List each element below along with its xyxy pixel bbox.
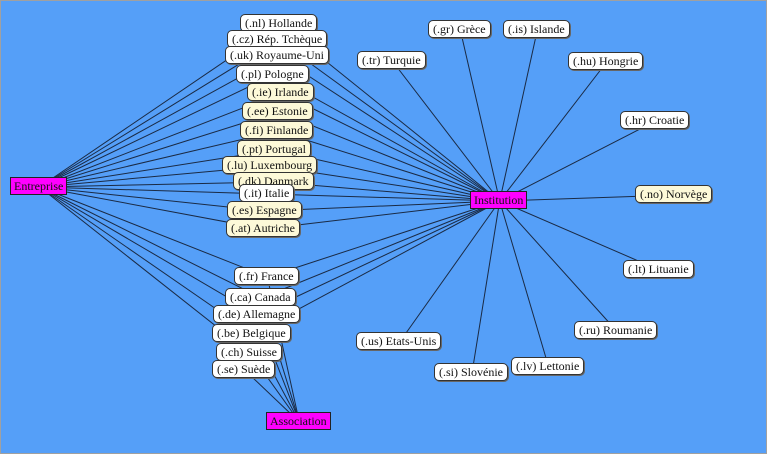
hub-entreprise[interactable]: Entreprise <box>10 177 68 195</box>
edge-institution-at <box>263 200 500 230</box>
country-node-fi[interactable]: (.fi) Finlande <box>240 121 314 139</box>
country-node-it[interactable]: (.it) Italie <box>239 184 295 202</box>
edge-entreprise-ie <box>39 92 282 188</box>
edge-institution-uk <box>277 55 500 202</box>
edge-institution-is <box>499 29 538 202</box>
country-node-at[interactable]: (.at) Autriche <box>226 219 300 237</box>
edge-institution-it <box>267 193 500 202</box>
hub-association[interactable]: Association <box>266 412 331 430</box>
hub-institution[interactable]: Institution <box>470 191 528 209</box>
country-node-no[interactable]: (.no) Norvège <box>635 185 713 203</box>
country-node-de[interactable]: (.de) Allemagne <box>213 305 301 323</box>
country-node-uk[interactable]: (.uk) Royaume-Uni <box>225 46 329 64</box>
country-node-nl[interactable]: (.nl) Hollande <box>240 14 318 32</box>
edge-institution-ie <box>281 92 500 202</box>
edge-institution-de <box>257 200 500 316</box>
edge-entreprise-pl <box>39 74 274 188</box>
country-node-hu[interactable]: (.hu) Hongrie <box>568 52 644 70</box>
country-node-si[interactable]: (.si) Slovénie <box>434 363 508 381</box>
edge-institution-ee <box>278 111 500 202</box>
edge-institution-ru <box>499 200 618 332</box>
country-node-is[interactable]: (.is) Islande <box>503 20 570 38</box>
country-node-lt[interactable]: (.lt) Lituanie <box>623 260 694 278</box>
country-node-ie[interactable]: (.ie) Irlande <box>247 83 314 101</box>
country-node-hr[interactable]: (.hr) Croatie <box>620 111 690 129</box>
edge-institution-cz <box>277 39 500 202</box>
country-node-cz[interactable]: (.cz) Rép. Tchèque <box>227 30 328 48</box>
edge-institution-es <box>265 200 500 212</box>
country-node-ru[interactable]: (.ru) Roumanie <box>574 321 658 339</box>
edge-entreprise-fr <box>39 186 268 278</box>
country-node-be[interactable]: (.be) Belgique <box>212 324 291 342</box>
country-node-es[interactable]: (.es) Espagne <box>227 201 302 219</box>
edge-institution-fi <box>277 130 500 202</box>
edge-institution-tr <box>391 60 501 202</box>
country-node-us[interactable]: (.us) Etats-Unis <box>356 332 442 350</box>
edge-institution-gr <box>459 29 501 202</box>
country-node-ca[interactable]: (.ca) Canada <box>225 288 296 306</box>
country-node-se[interactable]: (.se) Suède <box>212 360 276 378</box>
country-node-lv[interactable]: (.lv) Lettonie <box>511 357 585 375</box>
country-node-ch[interactable]: (.ch) Suisse <box>216 343 282 361</box>
edge-entreprise-ca <box>39 186 262 299</box>
country-node-fr[interactable]: (.fr) France <box>234 267 299 285</box>
edge-institution-fr <box>267 200 500 278</box>
edge-institution-lv <box>499 200 550 368</box>
country-node-pl[interactable]: (.pl) Pologne <box>236 65 309 83</box>
edge-entreprise-ee <box>39 111 279 188</box>
edge-institution-lt <box>499 200 660 271</box>
country-node-tr[interactable]: (.tr) Turquie <box>357 51 426 69</box>
country-node-gr[interactable]: (.gr) Grèce <box>428 20 491 38</box>
edge-institution-ca <box>261 200 500 299</box>
edge-institution-si <box>471 200 501 374</box>
country-node-lu[interactable]: (.lu) Luxembourg <box>222 156 318 174</box>
edge-entreprise-de <box>39 186 258 316</box>
edge-institution-hr <box>499 120 656 202</box>
edge-institution-us <box>399 200 501 343</box>
edge-entreprise-it <box>39 186 268 195</box>
edge-institution-hu <box>499 61 608 202</box>
country-node-ee[interactable]: (.ee) Estonie <box>242 102 313 120</box>
edge-entreprise-cz <box>39 39 279 188</box>
